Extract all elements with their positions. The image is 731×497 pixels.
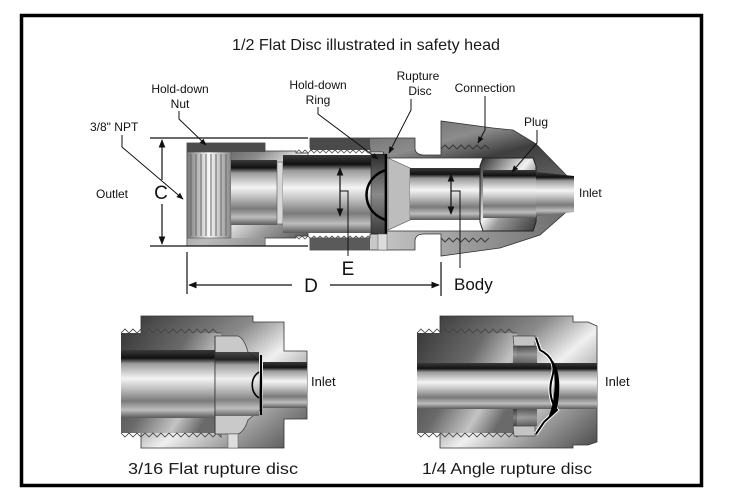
hold-down-nut-leader (178, 111, 207, 146)
hold-down-nut-label-line2: Nut (171, 97, 190, 111)
dimension-e: E (336, 167, 355, 280)
hold-down-nut-label-line1: Hold-down (151, 82, 208, 96)
detail-right-caption: 1/4 Angle rupture disc (422, 461, 592, 478)
hold-down-ring-label-line2: Ring (306, 93, 331, 107)
detail-flat-rupture-disc: Inlet 3/16 Flat rupture disc (120, 315, 336, 478)
body (309, 120, 574, 257)
dimension-c: C (150, 137, 308, 247)
inlet-label: Inlet (579, 186, 602, 200)
dimension-e-label: E (342, 259, 355, 280)
rupture-disc-label-line2: Disc (408, 84, 431, 98)
main-assembly: C D E Body Hold-down Nut 3/8" NPT Outlet (90, 69, 602, 297)
body-label: Body (454, 275, 493, 294)
detail-right-inlet-label: Inlet (605, 374, 630, 389)
connection-label: Connection (455, 81, 516, 95)
detail-angle-rupture-disc: Inlet 1/4 Angle rupture disc (416, 315, 630, 478)
npt-label: 3/8" NPT (90, 120, 139, 134)
hold-down-stem (283, 149, 383, 240)
hold-down-ring-leader (317, 107, 379, 160)
hold-down-ring-label-line1: Hold-down (289, 78, 346, 92)
plug-leader (511, 130, 538, 173)
dimension-d: D (186, 252, 442, 297)
outlet-label: Outlet (96, 187, 129, 201)
plug-label: Plug (524, 115, 548, 129)
npt-thread-lines (190, 154, 227, 236)
hold-down-nut (186, 142, 309, 247)
hold-down-ring (370, 153, 386, 235)
dimension-d-label: D (304, 276, 318, 297)
figure-title: 1/2 Flat Disc illustrated in safety head (232, 37, 500, 54)
detail-left-caption: 3/16 Flat rupture disc (128, 461, 298, 478)
connection-leader (477, 96, 486, 144)
dimension-body-bore (447, 173, 461, 268)
rupture-disc-leader (388, 99, 412, 154)
rupture-disc-label-line1: Rupture (397, 69, 440, 83)
rupture-disc (365, 154, 388, 234)
detail-left-inlet-label: Inlet (311, 374, 336, 389)
npt-leader (121, 135, 184, 200)
dimension-c-label: C (154, 183, 168, 204)
